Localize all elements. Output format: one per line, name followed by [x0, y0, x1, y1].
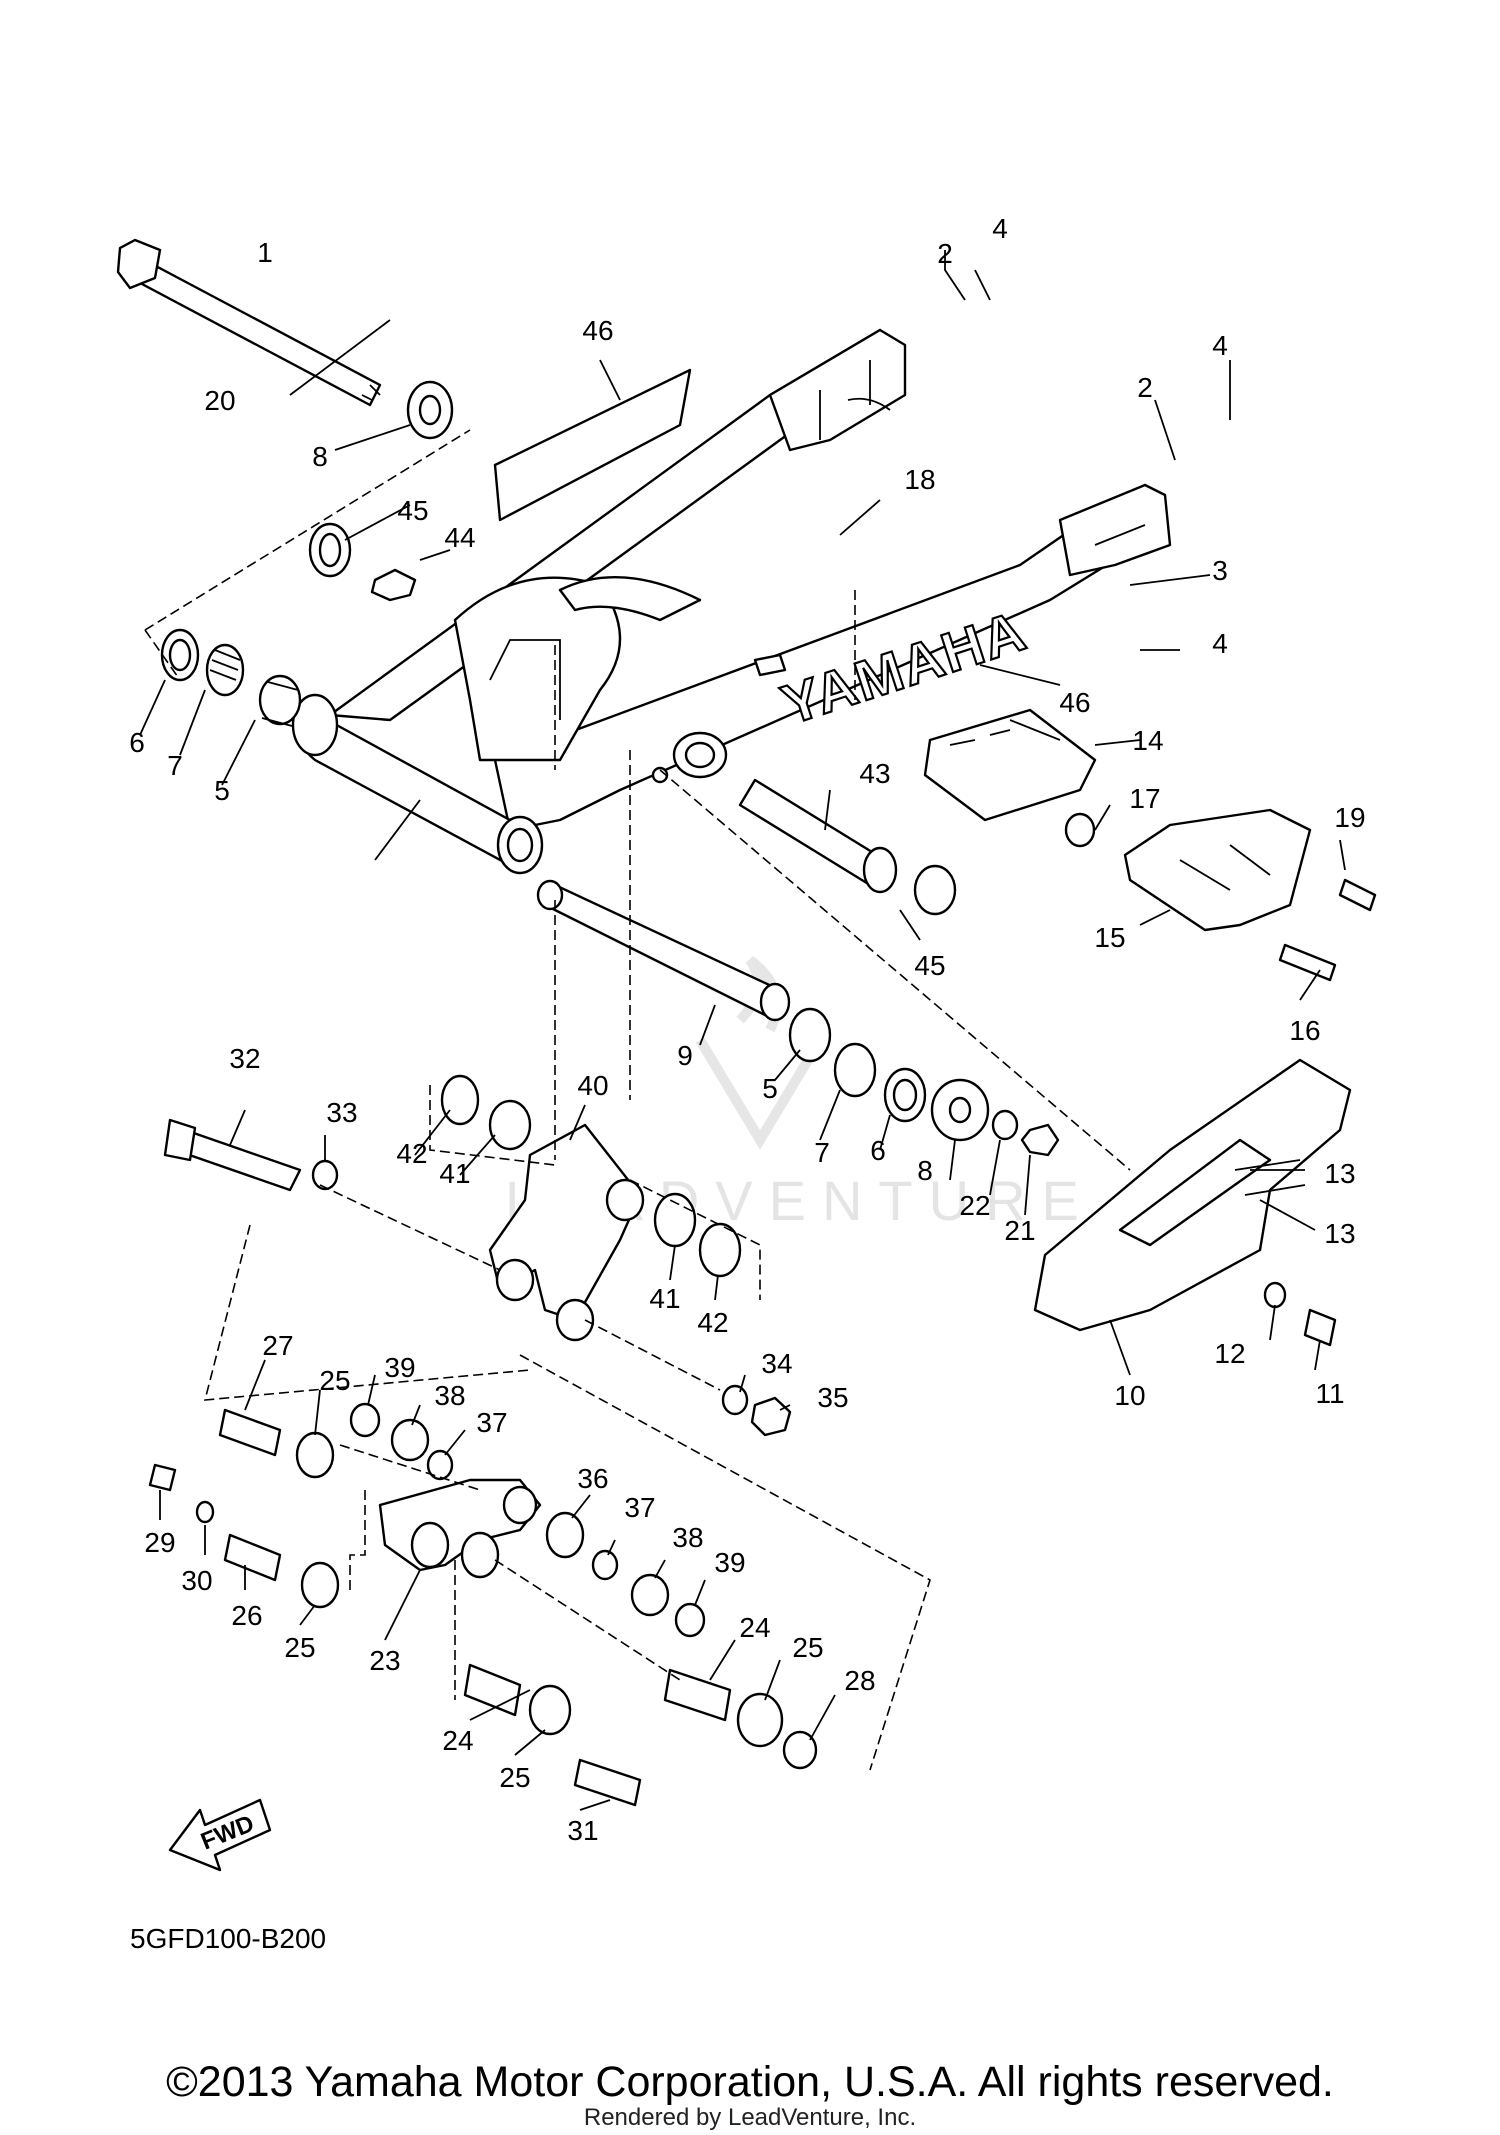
- callout-17: 17: [1129, 783, 1160, 814]
- callout-38: 38: [672, 1522, 703, 1553]
- callout-41: 41: [649, 1283, 680, 1314]
- chain-guide-bracket: [1123, 808, 1312, 932]
- callout-3: 3: [1212, 555, 1228, 586]
- callout-14: 14: [1132, 725, 1163, 756]
- callout-30: 30: [181, 1565, 212, 1596]
- assembly-lines: [144, 429, 1131, 1771]
- callout-27: 27: [262, 1330, 293, 1361]
- callout-39: 39: [714, 1547, 745, 1578]
- callout-16: 16: [1289, 1015, 1320, 1046]
- callout-34: 34: [761, 1348, 792, 1379]
- callout-26: 26: [231, 1600, 262, 1631]
- callout-25: 25: [319, 1365, 350, 1396]
- callout-6: 6: [870, 1135, 886, 1166]
- callout-46: 46: [582, 315, 613, 346]
- callout-5: 5: [214, 775, 230, 806]
- callout-7: 7: [814, 1137, 830, 1168]
- callout-8: 8: [312, 441, 328, 472]
- callout-13: 13: [1324, 1158, 1355, 1189]
- callout-6: 6: [129, 727, 145, 758]
- copyright-notice: ©2013 Yamaha Motor Corporation, U.S.A. A…: [166, 2058, 1334, 2106]
- callout-41: 41: [439, 1158, 470, 1189]
- nut-35: [721, 1384, 792, 1437]
- callout-25: 25: [792, 1632, 823, 1663]
- callout-5: 5: [762, 1073, 778, 1104]
- pivot-shaft-9: [536, 879, 1060, 1157]
- bolt-32: [163, 1118, 339, 1192]
- callout-4: 4: [1212, 330, 1228, 361]
- chain-slider: [923, 708, 1097, 822]
- callout-42: 42: [697, 1307, 728, 1338]
- callout-36: 36: [577, 1463, 608, 1494]
- callout-25: 25: [284, 1632, 315, 1663]
- callout-35: 35: [817, 1382, 848, 1413]
- callout-12: 12: [1214, 1338, 1245, 1369]
- lower-hardware: [148, 1402, 818, 1807]
- pivot-shaft: [116, 238, 454, 440]
- callout-25: 25: [499, 1762, 530, 1793]
- callout-45: 45: [397, 495, 428, 526]
- callout-44: 44: [444, 522, 475, 553]
- callout-15: 15: [1094, 922, 1125, 953]
- callout-37: 37: [476, 1407, 507, 1438]
- axle-43: [738, 778, 957, 916]
- callout-20: 20: [204, 385, 235, 416]
- connecting-rod: [378, 1478, 542, 1579]
- callout-8: 8: [917, 1155, 933, 1186]
- bolts-right: [1064, 812, 1377, 982]
- callout-38: 38: [434, 1380, 465, 1411]
- callout-4: 4: [992, 213, 1008, 244]
- rendered-by-credit: Rendered by LeadVenture, Inc.: [583, 2104, 917, 2131]
- callout-29: 29: [144, 1527, 175, 1558]
- callout-28: 28: [844, 1665, 875, 1696]
- callout-45: 45: [914, 950, 945, 981]
- callout-1: 1: [257, 237, 273, 268]
- callout-24: 24: [442, 1725, 473, 1756]
- callout-40: 40: [577, 1070, 608, 1101]
- callout-18: 18: [904, 464, 935, 495]
- callout-32: 32: [229, 1043, 260, 1074]
- callout-9: 9: [677, 1040, 693, 1071]
- callout-33: 33: [326, 1097, 357, 1128]
- callouts: 1 2 2 3 4 4 4 5 5 6 6 7 7 8 8 9 10 11 12…: [129, 213, 1365, 1846]
- fwd-arrow: FWD: [168, 1798, 272, 1872]
- callout-42: 42: [396, 1138, 427, 1169]
- diagram-code: 5GFD100-B200: [130, 1923, 326, 1954]
- callout-4: 4: [1212, 628, 1228, 659]
- leader-lines: [139, 250, 1346, 1811]
- callout-2: 2: [1137, 372, 1153, 403]
- callout-13: 13: [1324, 1218, 1355, 1249]
- chain-guard: [1033, 1058, 1352, 1347]
- callout-43: 43: [859, 758, 890, 789]
- callout-39: 39: [384, 1352, 415, 1383]
- callout-7: 7: [167, 750, 183, 781]
- swingarm: [291, 328, 1172, 875]
- callout-11: 11: [1315, 1378, 1344, 1409]
- callout-37: 37: [624, 1492, 655, 1523]
- callout-46: 46: [1059, 687, 1090, 718]
- callout-21: 21: [1004, 1215, 1035, 1246]
- callout-10: 10: [1114, 1380, 1145, 1411]
- relay-arm: [488, 1123, 645, 1342]
- callout-23: 23: [369, 1645, 400, 1676]
- callout-24: 24: [739, 1612, 770, 1643]
- callout-22: 22: [959, 1190, 990, 1221]
- callout-31: 31: [567, 1815, 598, 1846]
- callout-19: 19: [1334, 802, 1365, 833]
- decal: [493, 368, 692, 522]
- callout-2: 2: [937, 238, 953, 269]
